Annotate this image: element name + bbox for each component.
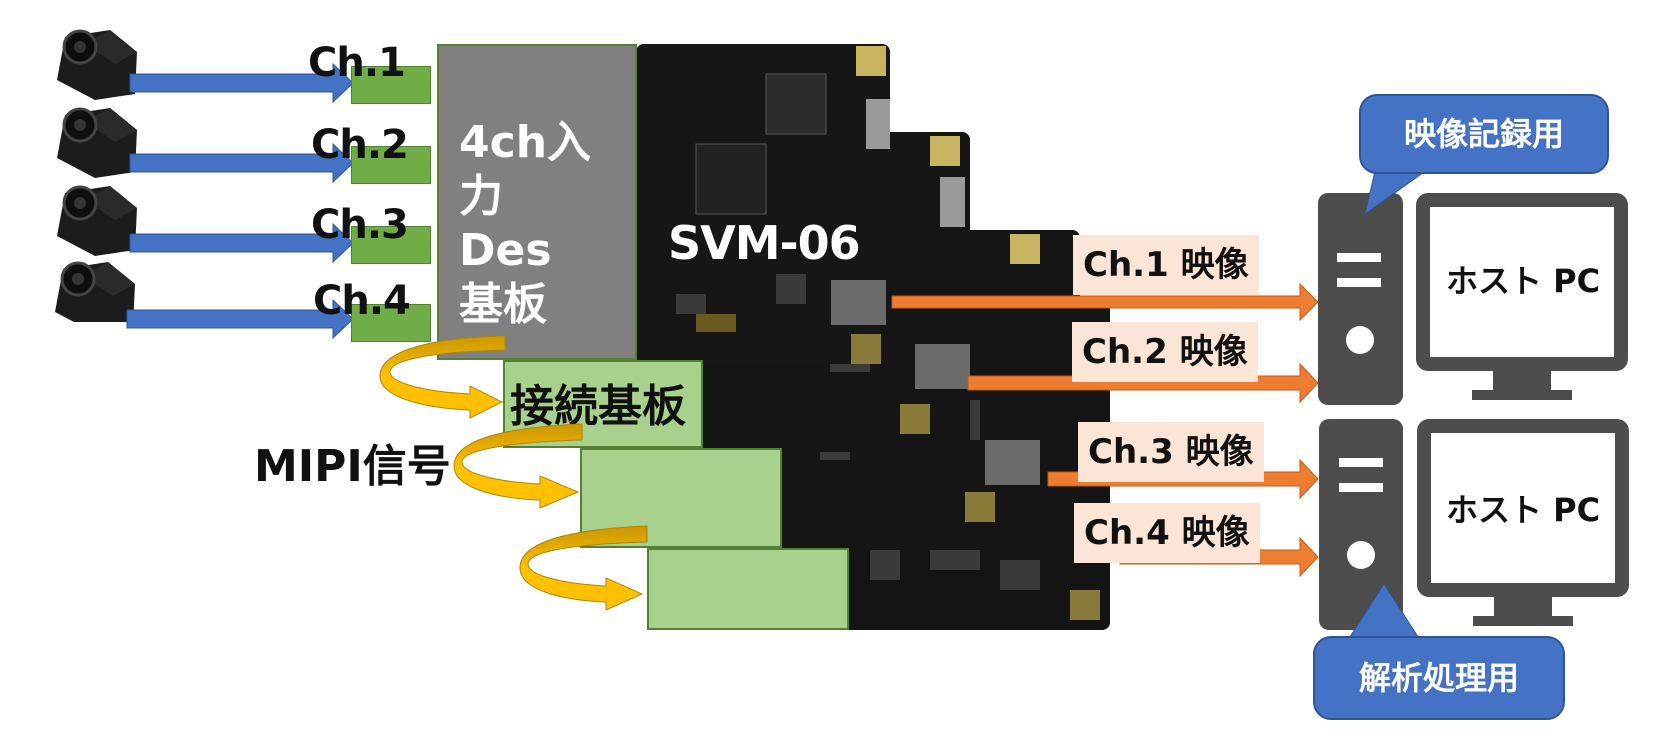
mipi-arrows: [379, 335, 648, 610]
output-arrow-ch1: [891, 282, 1319, 322]
connector-board-label: 接続基板: [510, 381, 686, 432]
camera-icon: [55, 261, 135, 322]
output-label-ch1: Ch.1 映像: [1073, 235, 1259, 295]
channel-box-2: [351, 146, 431, 184]
channel-box-4: [351, 304, 431, 342]
host-pc-2: [1319, 419, 1629, 630]
mipi-arrow-3: [519, 525, 648, 610]
pc-tower-icon: [1318, 193, 1403, 405]
des-board-label-line2: Des: [459, 225, 552, 276]
output-label-ch3: Ch.3 映像: [1078, 422, 1264, 482]
channel-label-3: Ch.3: [311, 202, 409, 248]
host-pc-icons: [1318, 193, 1629, 630]
camera-icon: [57, 29, 137, 100]
des-board-label: 4ch入力 Des 基板: [459, 116, 635, 332]
camera-icon: [57, 107, 137, 178]
channel-box-1: [351, 66, 431, 104]
des-board-label-line1: 4ch入力: [459, 117, 592, 222]
des-board-label-line3: 基板: [459, 279, 547, 330]
callout-video-recording: 映像記録用: [1359, 94, 1609, 174]
channel-label-2: Ch.2: [311, 122, 409, 168]
host-pc-1-label: ホスト PC: [1446, 262, 1601, 300]
camera-arrows: [126, 62, 354, 340]
host-pc-2-label: ホスト PC: [1446, 491, 1601, 529]
channel-label-1: Ch.1: [308, 40, 406, 86]
mipi-signal-label: MIPI信号: [254, 441, 451, 492]
blue-arrow-ch1: [129, 62, 354, 104]
blue-arrow-ch4: [126, 298, 354, 340]
svm-board-label: SVM-06: [668, 216, 861, 270]
channel-label-4: Ch.4: [313, 278, 411, 324]
output-arrow-ch2: [967, 362, 1319, 404]
channel-box-3: [351, 226, 431, 264]
host-pc-1: [1318, 193, 1628, 405]
output-label-ch2: Ch.2 映像: [1072, 322, 1258, 382]
blue-arrow-ch3: [129, 222, 354, 264]
svm-board-1: [636, 44, 890, 364]
pc-tower-icon: [1319, 419, 1403, 630]
callout-analysis: 解析処理用: [1313, 636, 1565, 720]
mipi-arrow-1: [379, 335, 506, 419]
connector-board-3: [647, 548, 849, 630]
callout-pointer-bottom: [1347, 584, 1421, 641]
mipi-arrow-2: [453, 423, 583, 509]
blue-arrow-ch2: [129, 142, 354, 184]
output-label-ch4: Ch.4 映像: [1074, 503, 1260, 563]
camera-stack: [55, 29, 137, 322]
camera-icon: [57, 185, 137, 256]
des-board: 4ch入力 Des 基板: [437, 44, 637, 360]
